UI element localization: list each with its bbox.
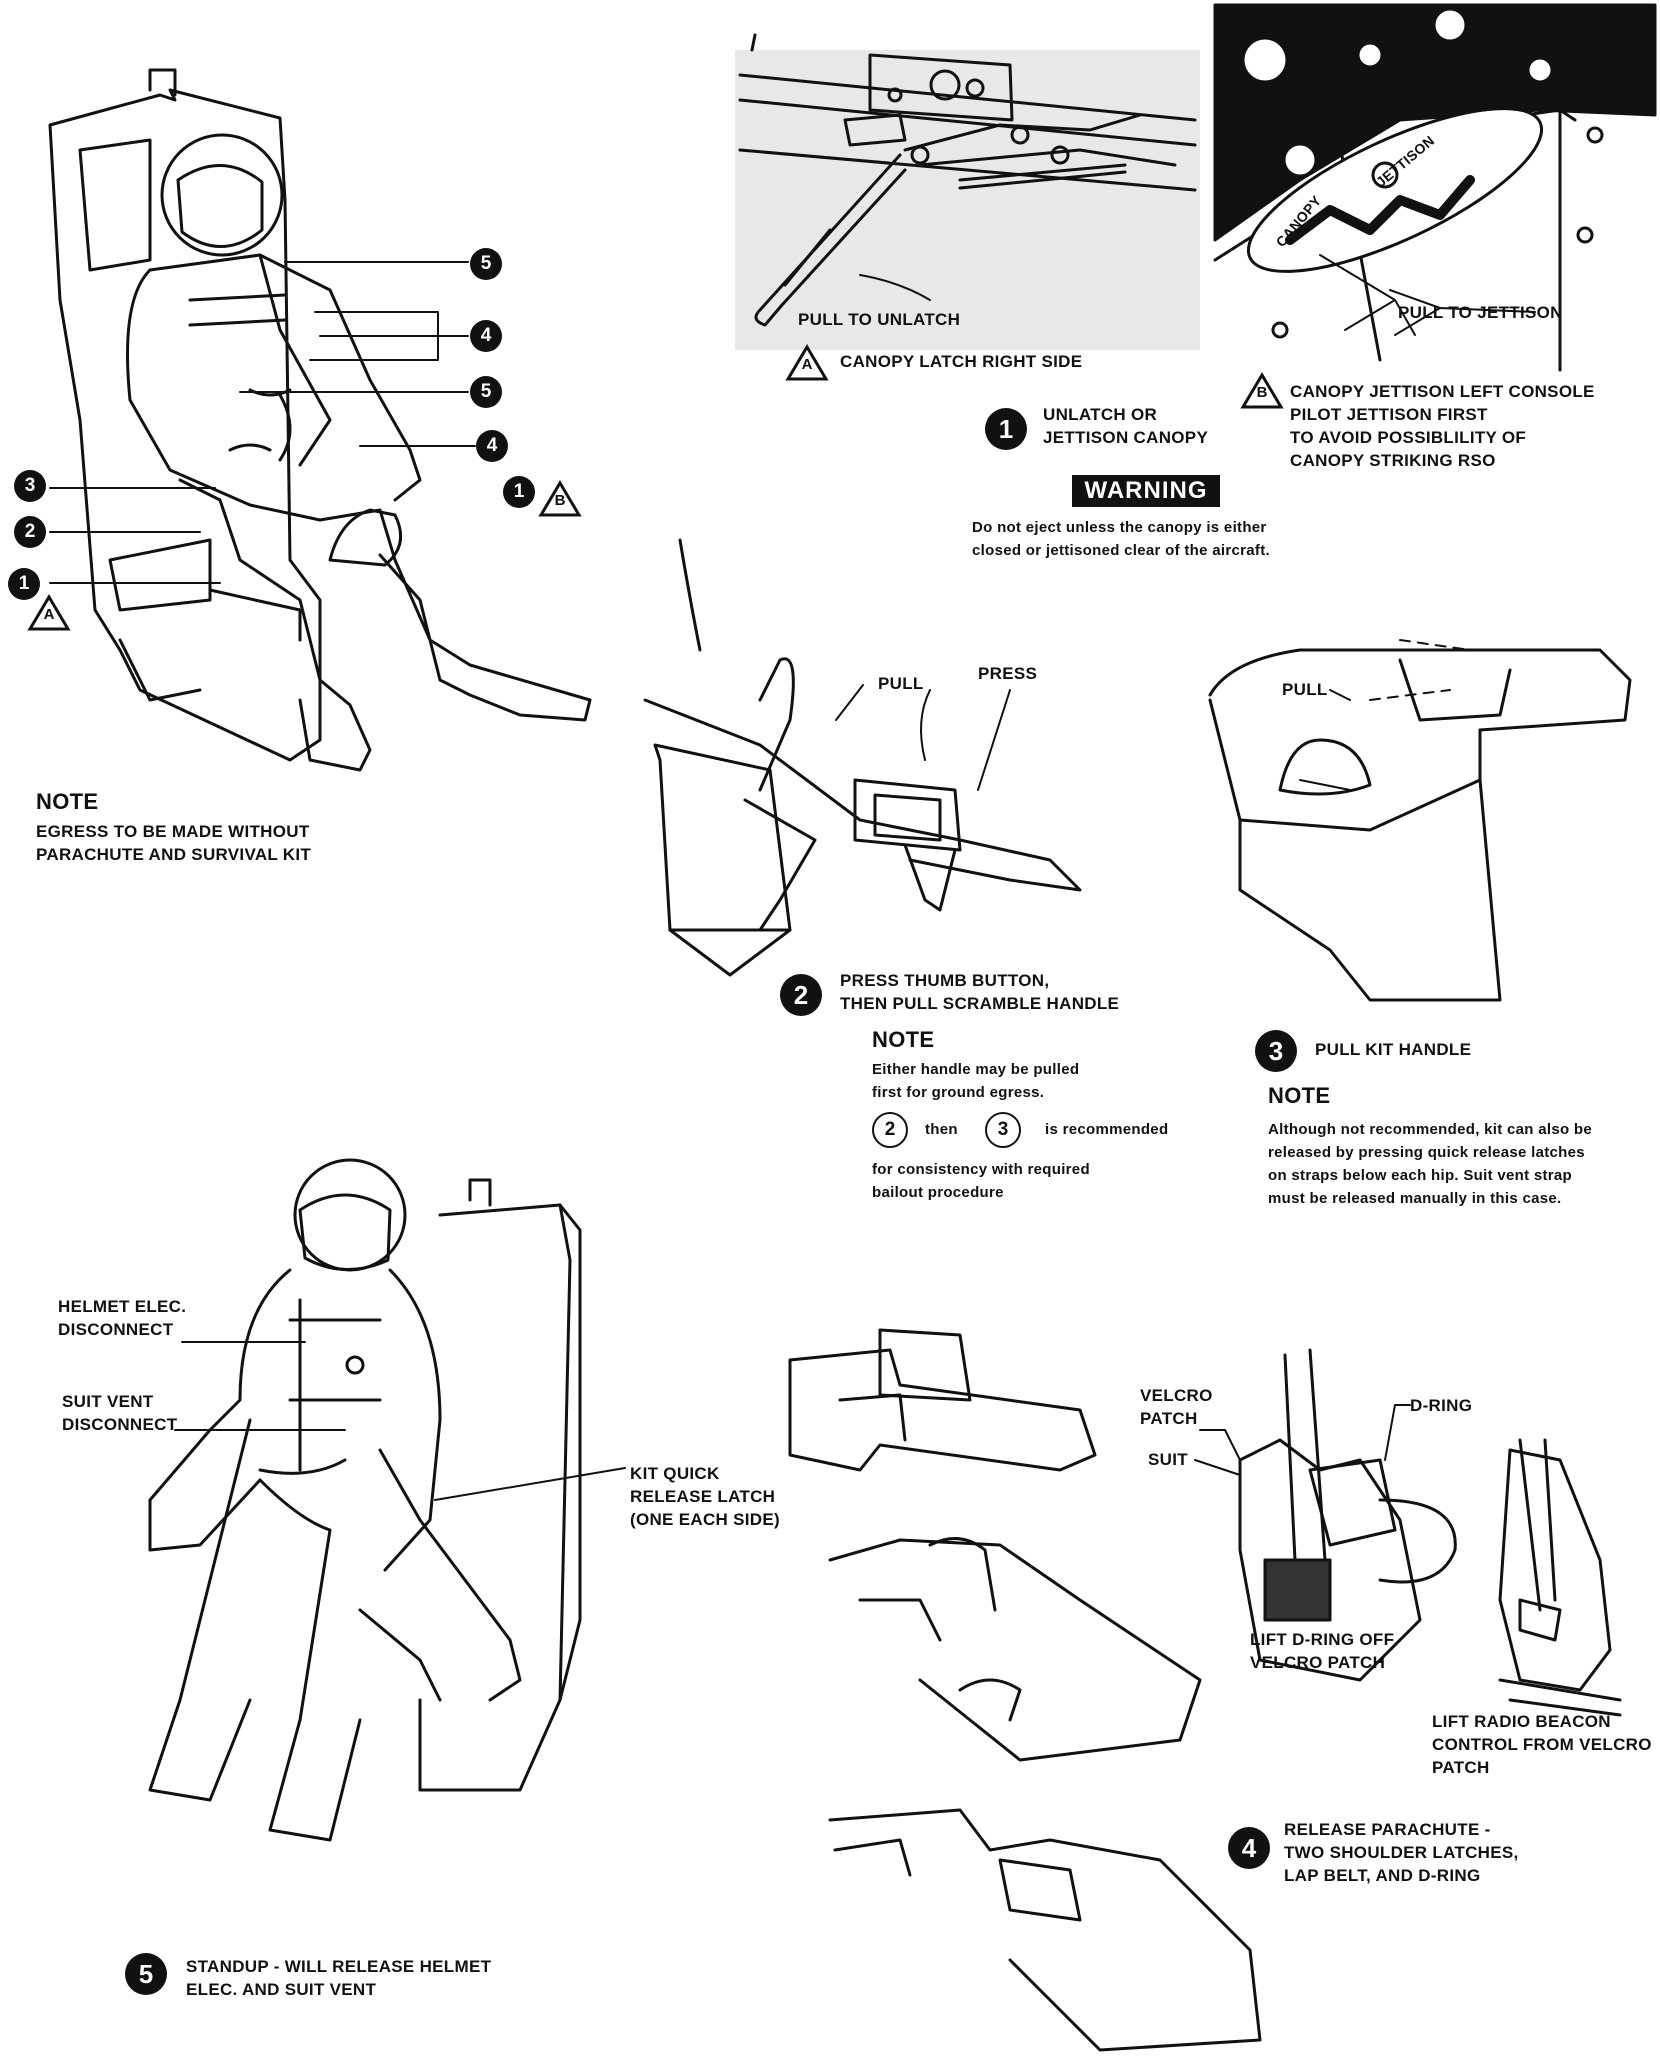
helmet-elec-disconnect-label: HELMET ELEC. DISCONNECT — [58, 1295, 186, 1341]
lift-radio-beacon-label: LIFT RADIO BEACON CONTROL FROM VELCRO PA… — [1432, 1710, 1652, 1779]
callout-3: 3 — [14, 470, 46, 502]
step-2-note-circle-2: 2 — [872, 1112, 908, 1148]
scramble-handle-illustration — [645, 540, 1080, 975]
step-2-note-heading: NOTE — [872, 1028, 934, 1051]
step-1-text: UNLATCH OR JETTISON CANOPY — [1043, 403, 1208, 449]
step-2-note-circle-3: 3 — [985, 1112, 1021, 1148]
callout-5-upper: 5 — [470, 248, 502, 280]
note-text-top: EGRESS TO BE MADE WITHOUT PARACHUTE AND … — [36, 820, 311, 866]
step-2-text: PRESS THUMB BUTTON, THEN PULL SCRAMBLE H… — [840, 969, 1119, 1015]
step-2-note-line1: Either handle may be pulled first for gr… — [872, 1058, 1079, 1104]
step-5-badge: 5 — [125, 1953, 167, 1995]
callout-2: 2 — [14, 516, 46, 548]
warning-text: Do not eject unless the canopy is either… — [972, 516, 1270, 562]
harness-release-illustration — [790, 1330, 1620, 2050]
step-2-badge: 2 — [780, 974, 822, 1016]
step-3-text: PULL KIT HANDLE — [1315, 1038, 1471, 1061]
pull-to-unlatch-label: PULL TO UNLATCH — [798, 308, 960, 331]
note-heading-top: NOTE — [36, 790, 98, 813]
seat-occupant-illustration — [50, 70, 590, 770]
callout-1-right: 1 — [503, 476, 535, 508]
kit-quick-release-latch-label: KIT QUICK RELEASE LATCH (ONE EACH SIDE) — [630, 1462, 780, 1531]
kit-handle-illustration — [1210, 640, 1630, 1000]
latch-flag-label: A — [785, 356, 829, 373]
callout-5-lower: 5 — [470, 376, 502, 408]
callout-4-upper: 4 — [470, 320, 502, 352]
callout-4-lower: 4 — [476, 430, 508, 462]
flag-b-label: B — [538, 492, 582, 509]
jettison-flag-triangle: B — [1240, 372, 1284, 410]
step-2-note-then: then — [925, 1118, 958, 1141]
step-1-badge: 1 — [985, 408, 1027, 450]
step-2-press-label: PRESS — [978, 662, 1037, 685]
flag-a-label: A — [27, 606, 71, 623]
step-2-note-recommended: is recommended — [1045, 1118, 1168, 1141]
jettison-flag-label: B — [1240, 384, 1284, 401]
lift-d-ring-label: LIFT D-RING OFF VELCRO PATCH — [1250, 1628, 1394, 1674]
canopy-latch-caption: CANOPY LATCH RIGHT SIDE — [840, 350, 1082, 373]
d-ring-label: D-RING — [1410, 1394, 1472, 1417]
standup-illustration — [150, 1160, 580, 1840]
step-3-note-heading: NOTE — [1268, 1084, 1330, 1107]
pull-to-jettison-label: PULL TO JETTISON — [1398, 301, 1563, 324]
flag-b-triangle: B — [538, 480, 582, 518]
step-2-note-line2: for consistency with required bailout pr… — [872, 1158, 1090, 1204]
step-3-note-text: Although not recommended, kit can also b… — [1268, 1118, 1592, 1210]
step-5-text: STANDUP - WILL RELEASE HELMET ELEC. AND … — [186, 1955, 491, 2001]
suit-vent-disconnect-label: SUIT VENT DISCONNECT — [62, 1390, 177, 1436]
step-3-pull-label: PULL — [1282, 678, 1328, 701]
step-3-badge: 3 — [1255, 1030, 1297, 1072]
flag-a-triangle: A — [27, 594, 71, 632]
velcro-patch-label: VELCRO PATCH — [1140, 1384, 1213, 1430]
latch-flag-triangle: A — [785, 344, 829, 382]
step-2-pull-label: PULL — [878, 672, 924, 695]
warning-label: WARNING — [1072, 475, 1220, 507]
canopy-jettison-caption: CANOPY JETTISON LEFT CONSOLE PILOT JETTI… — [1290, 380, 1595, 472]
step-4-badge: 4 — [1228, 1827, 1270, 1869]
suit-label: SUIT — [1148, 1448, 1188, 1471]
canopy-latch-illustration — [735, 35, 1200, 350]
step-4-text: RELEASE PARACHUTE - TWO SHOULDER LATCHES… — [1284, 1818, 1519, 1887]
